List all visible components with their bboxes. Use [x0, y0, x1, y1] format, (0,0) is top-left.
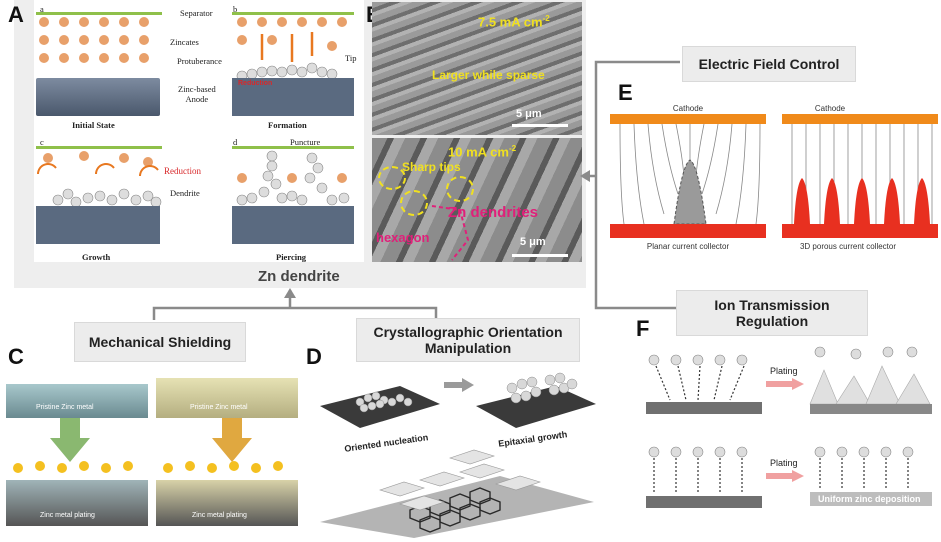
panel-f-letter: F	[636, 316, 650, 341]
connector-bracket	[580, 60, 680, 310]
formation-illustration	[232, 17, 354, 116]
pristine-zinc-right	[156, 378, 298, 418]
separator-line-a	[36, 12, 162, 15]
sem-bottom-scalebar	[512, 254, 568, 257]
pristine-zinc-left-label: Pristine Zinc metal	[36, 404, 94, 411]
plating-top-label: Plating	[770, 366, 798, 376]
anode-block-a	[36, 78, 160, 116]
sem-top-desc: Larger while sparse	[432, 68, 545, 82]
hexagon-label: hexagon	[376, 230, 430, 245]
panel-a-letter: A	[8, 2, 24, 27]
uniform-deposition-label: Uniform zinc deposition	[818, 494, 921, 504]
plating-left-label: Zinc metal plating	[40, 512, 95, 519]
growth-caption: Growth	[82, 252, 111, 262]
panel-d-letter: D	[306, 344, 322, 369]
separator-line-d	[232, 146, 354, 149]
cathode-left: Cathode	[672, 104, 704, 113]
panel-e-letter: E	[618, 80, 633, 105]
separator-label: Separator	[180, 8, 213, 18]
piercing-illustration	[232, 150, 354, 244]
sem-image-top: 7.5 mA cm-2 Larger while sparse 5 μm	[372, 2, 582, 135]
piercing-caption: Piercing	[276, 252, 307, 262]
sem-image-bottom: 10 mA cm-2 Sharp tips Zn dendrites hexag…	[372, 138, 582, 262]
dendrite-label: Dendrite	[170, 188, 200, 198]
oriented-nucleation-illustration	[320, 386, 440, 428]
protuberance-label: Protuberance	[177, 56, 222, 66]
formation-caption: Formation	[268, 120, 307, 130]
zn-dendrites-label: Zn dendrites	[448, 204, 539, 221]
sub-label-c: c	[40, 137, 44, 147]
hexagonal-stack-illustration	[320, 449, 594, 538]
planar-caption: Planar current collector	[646, 242, 730, 251]
sem-top-scale: 5 μm	[516, 108, 542, 120]
pristine-zinc-right-label: Pristine Zinc metal	[190, 404, 248, 411]
sub-label-b: b	[233, 4, 238, 14]
ion-transmission-top-right	[809, 346, 932, 414]
ion-transmission-label: Ion Transmission Regulation	[676, 290, 868, 336]
ions-left	[13, 461, 133, 473]
down-arrow-right	[212, 418, 252, 462]
plating-right-block	[156, 480, 298, 526]
initial-state-caption: Initial State	[72, 120, 115, 130]
sem-bottom-current: 10 mA cm-2	[448, 144, 517, 160]
ions-right	[163, 461, 283, 473]
pristine-zinc-left	[6, 384, 148, 418]
cathode-right: Cathode	[814, 104, 846, 113]
electric-field-label: Electric Field Control	[682, 46, 856, 82]
tip-circle-3	[446, 176, 474, 202]
sub-label-d: d	[233, 137, 238, 147]
zincate-particles-a	[39, 17, 149, 63]
field-line-diagram	[610, 114, 938, 238]
crystallographic-label: Crystallographic Orientation Manipulatio…	[356, 318, 580, 362]
tip-label: Tip	[345, 53, 357, 63]
plating-arrow-top	[766, 378, 804, 390]
sem-top-current: 7.5 mA cm-2	[478, 14, 550, 30]
hexagon-outline	[431, 205, 470, 261]
formation-reduction-tag: Reduction	[238, 80, 273, 87]
zincates-label: Zincates	[170, 37, 199, 47]
puncture-label: Puncture	[290, 137, 321, 147]
sem-bottom-scale: 5 μm	[520, 236, 546, 248]
ion-transmission-bottom-right	[810, 446, 932, 506]
epitaxial-growth-illustration	[476, 372, 596, 428]
growth-illustration	[36, 151, 162, 244]
ion-transmission-bottom-left	[646, 446, 762, 508]
right-arrow-d	[444, 378, 474, 392]
separator-line-c	[36, 146, 162, 149]
tip-circle-2	[400, 190, 428, 216]
growth-reduction-label: Reduction	[164, 166, 201, 176]
plating-bottom-label: Plating	[770, 458, 798, 468]
panel-a-footer: Zn dendrite	[258, 268, 340, 285]
sharp-tips-label: Sharp tips	[402, 160, 461, 174]
plating-left-block	[6, 480, 148, 526]
zinc-anode-label: Zinc-based Anode	[178, 84, 216, 104]
plating-arrow-bottom	[766, 470, 804, 482]
central-connector	[152, 288, 438, 320]
porous-caption: 3D porous current collector	[799, 242, 897, 251]
panel-c-letter: C	[8, 344, 24, 369]
ion-transmission-top-left	[646, 354, 762, 414]
plating-right-label: Zinc metal plating	[192, 512, 247, 519]
separator-line-b	[232, 12, 354, 15]
sem-top-scalebar	[512, 124, 568, 127]
down-arrow-left	[50, 418, 90, 462]
mechanical-shielding-label: Mechanical Shielding	[74, 322, 246, 362]
sub-label-a: a	[40, 4, 44, 14]
tip-circle-1	[378, 166, 406, 190]
